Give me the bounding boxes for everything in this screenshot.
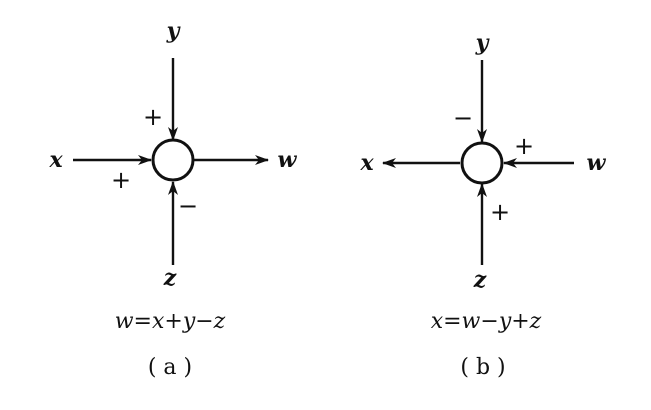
summing-node-b (460, 141, 504, 185)
sign-a-left: + (111, 166, 131, 194)
diagram-b: y w z x − + + x=w−y+z ( b ) (359, 30, 606, 380)
sign-a-bottom: − (178, 192, 198, 220)
equation-b: x=w−y+z (431, 309, 542, 334)
label-b-y: y (475, 30, 491, 56)
label-a-w: w (278, 147, 298, 173)
sign-b-right: + (514, 132, 534, 160)
diagram-a: y x z w + + − w=x+y−z ( a ) (48, 18, 297, 380)
caption-b: ( b ) (460, 355, 505, 380)
sign-a-top: + (143, 103, 163, 131)
label-a-x: x (48, 147, 63, 173)
label-b-z: z (473, 267, 487, 293)
label-b-x: x (359, 150, 374, 176)
sign-b-top: − (453, 104, 473, 132)
caption-a: ( a ) (148, 355, 192, 380)
summing-node-a (151, 138, 195, 182)
label-a-z: z (163, 265, 177, 291)
sign-b-bottom: + (490, 198, 510, 226)
equation-a: w=x+y−z (115, 309, 226, 334)
label-a-y: y (166, 18, 182, 44)
label-b-w: w (587, 150, 607, 176)
